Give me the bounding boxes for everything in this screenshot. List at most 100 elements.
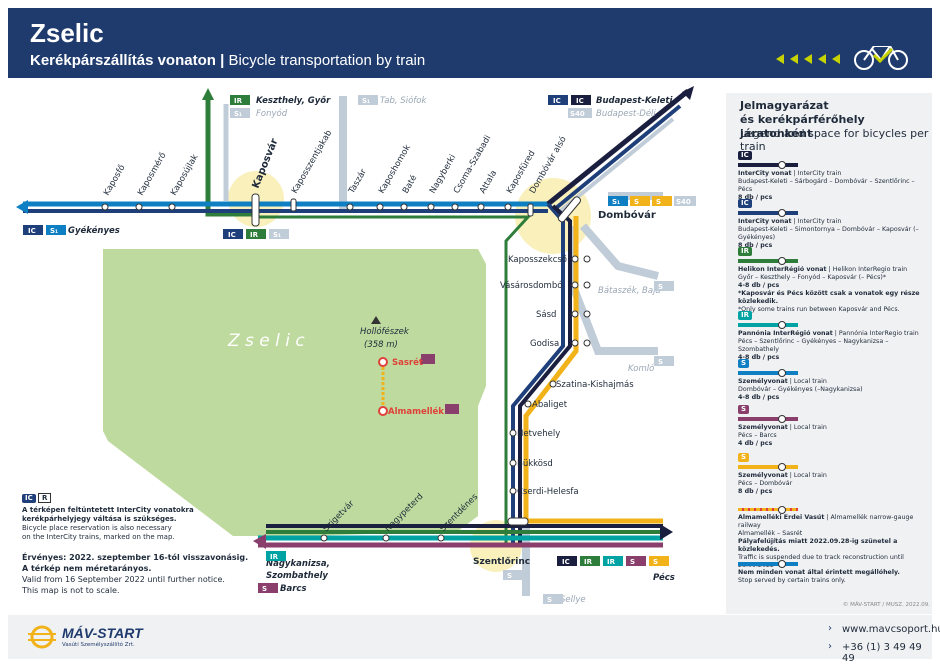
- ic-note-hu2: kerékpárhelyjegy váltása is szükséges.: [22, 515, 177, 523]
- badge-s-sel: S: [547, 596, 552, 604]
- subtitle-en: Bicycle transportation by train: [228, 52, 426, 69]
- legend-item-0: IC InterCity vonat | InterCity train Bud…: [738, 151, 928, 202]
- legend-name-en-1: | InterCity train: [793, 218, 842, 225]
- legend-name-1: InterCity vonat: [738, 218, 792, 225]
- legend-title: Jelmagyarázat és kerékpárférőhely járato…: [740, 99, 932, 141]
- validity-note: Érvényes: 2022. szeptember 16-tól vissza…: [22, 552, 262, 596]
- legend-item-2: IR Helikon InterRégió vonat | Helikon In…: [738, 247, 928, 314]
- peak-name: Hollófészek: [360, 326, 410, 337]
- badge-s-p4: S: [630, 558, 635, 566]
- legend-bar-2: [738, 257, 798, 265]
- legend-cap-6: 8 db / pcs: [738, 488, 773, 495]
- legend-route-1: Budapest-Keleti – Simontornya – Dombóvár…: [738, 226, 919, 241]
- dest-keszthely: Keszthely, Győr: [256, 96, 331, 106]
- st-w2: Kaposújlak: [169, 153, 201, 198]
- legend-badge-6: S: [738, 453, 750, 462]
- st-s6: Hetvehely: [517, 429, 560, 439]
- badge-ir-p3: IR: [607, 558, 616, 566]
- badge-ic-p1: IC: [562, 558, 570, 566]
- subtitle-separator: |: [220, 52, 225, 69]
- legend-bar-7: [738, 506, 798, 514]
- legend-name-en-2: | Helikon InterRegio train: [828, 266, 908, 273]
- sasret-stop: [378, 357, 388, 367]
- st-s1: Vásárosdombó: [500, 280, 562, 291]
- arrow-barcs-icon: [253, 534, 266, 549]
- footer-website[interactable]: www.mavcsoport.hu: [842, 624, 940, 635]
- bike-icon-almamellek: [445, 404, 459, 414]
- dest-sellye: Sellye: [560, 595, 586, 605]
- badge-ir-nk: IR: [270, 553, 279, 561]
- legend-route-5: Pécs – Barcs: [738, 432, 777, 439]
- legend-cap-4: 4-8 db / pcs: [738, 394, 780, 401]
- legend-item-5: S Személyvonat | Local train Pécs – Barc…: [738, 405, 928, 448]
- st-s3: Godisa: [530, 339, 559, 349]
- dest-nagykanizsa: Nagykanizsa,: [266, 559, 330, 569]
- rail-map: Z s e l i c Hollófészek (358 m) Sasrét A…: [8, 86, 718, 606]
- legend-cap-3: 4-8 db / pcs: [738, 354, 780, 361]
- validity-en2: This map is not to scale.: [22, 586, 120, 595]
- sasret-label: Sasrét: [392, 357, 423, 368]
- legend-name-0: InterCity vonat: [738, 170, 792, 177]
- szentlorinc-label: Szentlőrinc: [473, 557, 530, 567]
- st-e1: Taszár: [346, 167, 369, 196]
- legend-cap-0: 8 db / pcs: [738, 194, 773, 201]
- legend-cap-1: 8 db / pcs: [738, 242, 773, 249]
- legend-route-2: Győr – Keszthely – Fonyód – Kaposvár (– …: [738, 274, 886, 281]
- legend-bar-8: [738, 560, 798, 568]
- footer-logo: MÁV-START: [62, 625, 143, 641]
- st-s2: Sásd: [536, 310, 556, 320]
- legend-name-5: Személyvonat: [738, 424, 788, 431]
- st-s5: Abaliget: [532, 400, 568, 410]
- legend-item-3: IR Pannónia InterRégió vonat | Pannónia …: [738, 311, 928, 362]
- legend-name-en-5: | Local train: [789, 424, 827, 431]
- legend-bar-1: [738, 209, 798, 217]
- badge-s40-d: S40: [676, 198, 691, 206]
- dest-barcs: Barcs: [280, 584, 307, 594]
- legend-bar-3: [738, 321, 798, 329]
- legend-note1-2: *Kaposvár és Pécs között csak a vonatok …: [738, 290, 920, 305]
- legend-subtitle: Legend and space for bicycles per train: [740, 127, 929, 153]
- legend-name-2: Helikon InterRégió vonat: [738, 266, 827, 273]
- arrow-pecs-icon: [660, 524, 673, 540]
- legend-item-8: Nem minden vonat által érintett megállóh…: [738, 559, 928, 585]
- legend-route-3: Pécs – Szentlőrinc – Gyékényes – Nagykan…: [738, 338, 889, 353]
- legend-item-4: S Személyvonat | Local train Dombóvár – …: [738, 359, 928, 402]
- arrow-gyekenyes-icon: [16, 200, 28, 214]
- footer-phone[interactable]: +36 (1) 3 49 49 49: [842, 642, 922, 664]
- legend-name-en-0: | InterCity train: [793, 170, 842, 177]
- legend-name-en-7: | Almamellék narrow-gauge railway: [738, 514, 914, 529]
- validity-en1: Valid from 16 September 2022 until furth…: [22, 575, 225, 584]
- legend-badge-2: IR: [738, 247, 752, 256]
- ic-note-badge: IC: [22, 494, 36, 503]
- st-s8: Cserdi-Helesfa: [517, 487, 579, 497]
- bike-arrows-icon: [776, 46, 908, 70]
- badge-s-d3: S: [656, 198, 661, 206]
- legend-badge-4: S: [738, 359, 750, 368]
- arrow-keszthely-icon: [202, 88, 214, 100]
- dest-szombathely: Szombathely: [266, 571, 328, 581]
- header-banner: Zselic Kerékpárszállítás vonaton | Bicyc…: [8, 8, 932, 78]
- st-s0: Kaposszekcső: [508, 255, 567, 265]
- legend-title-2: és kerékpárférőhely járatonként: [740, 113, 865, 140]
- mav-logo-icon: [28, 625, 56, 649]
- footer-logo-sub: Vasúti Személyszállító Zrt.: [62, 642, 135, 648]
- badge-s-barcs: S: [262, 585, 267, 593]
- dest-gyekenyes: Gyékényes: [68, 225, 120, 236]
- dest-fonyod: Fonyód: [256, 108, 288, 119]
- ic-note-en1: Bicycle place reservation is also necess…: [22, 524, 172, 532]
- dest-komlo: Komló: [628, 363, 654, 374]
- ic-note-en2: on the InterCity trains, marked on the m…: [22, 533, 175, 541]
- ic-note-bike-r: R: [37, 493, 52, 503]
- legend-copyright: © MÁV-START / MUSZ. 2022.09.: [842, 602, 930, 608]
- peak-elev: (358 m): [364, 340, 398, 350]
- st-w0: Kaposfő: [102, 163, 128, 197]
- legend-badge-5: S: [738, 405, 750, 414]
- legend-cap-7: Pályafelújítás miatt 2022.09.28-ig szüne…: [738, 538, 898, 553]
- legend-badge-3: IR: [738, 311, 752, 320]
- legend-route-4: Dombóvár – Gyékényes (–Nagykanizsa): [738, 386, 863, 393]
- bike-icon-sasret: [421, 354, 435, 364]
- legend-bar-5: [738, 415, 798, 423]
- legend-name-en-6: | Local train: [789, 472, 827, 479]
- dest-pecs: Pécs: [653, 572, 675, 583]
- badge-ic-bp2: IC: [576, 97, 584, 105]
